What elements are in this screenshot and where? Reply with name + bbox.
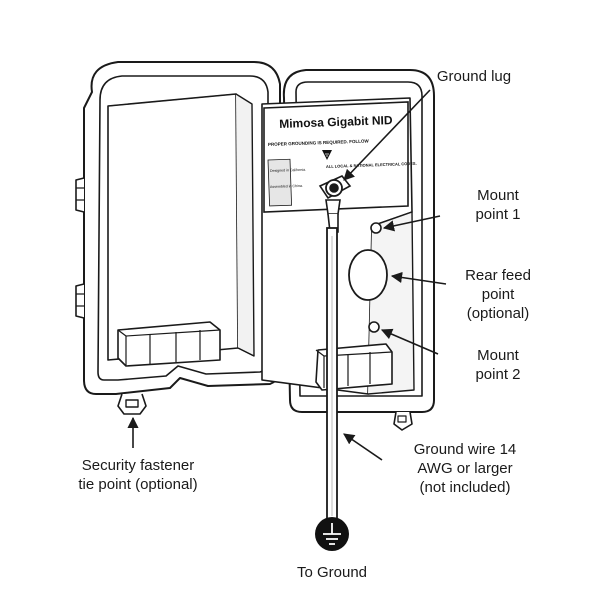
ground-wire (326, 227, 338, 521)
arrow-rear-feed (390, 271, 447, 285)
rear-feed-knockout (348, 249, 388, 301)
to-ground-label: To Ground (296, 564, 368, 581)
ground-lug-label: Ground lug (436, 68, 512, 85)
leader-lines (127, 89, 447, 461)
ground-wire-label: Ground wire 14 AWG or larger (not includ… (413, 441, 517, 496)
arrow-mount-point-2 (380, 328, 439, 355)
product-label-plate: Mimosa Gigabit NID PROPER GROUNDING IS R… (263, 101, 417, 213)
label-title: Mimosa Gigabit NID (279, 113, 393, 131)
ground-lug (318, 175, 352, 233)
label-warning: PROPER GROUNDING IS REQUIRED. FOLLOW (268, 138, 370, 147)
mount-point-1-label: Mount point 1 (475, 187, 521, 223)
label-assembled: Assembled in China. (270, 184, 303, 189)
mount-hole-1 (370, 222, 382, 234)
security-fastener-label: Security fastener tie point (optional) (78, 457, 198, 493)
arrow-mount-point-1 (382, 215, 441, 232)
ground-warning-icon (322, 150, 332, 160)
enclosure-cover (75, 61, 281, 415)
mount-hole-2 (368, 321, 380, 333)
ground-icon (315, 517, 349, 551)
label-designed: Designed in California. (270, 168, 306, 173)
mount-point-2-label: Mount point 2 (475, 347, 521, 383)
arrow-ground-wire (343, 433, 383, 461)
rear-feed-label: Rear feed point (optional) (465, 267, 531, 322)
label-codes: ALL LOCAL & NATIONAL ELECTRICAL CODES. (326, 161, 417, 169)
arrow-ground-lug (343, 89, 431, 181)
